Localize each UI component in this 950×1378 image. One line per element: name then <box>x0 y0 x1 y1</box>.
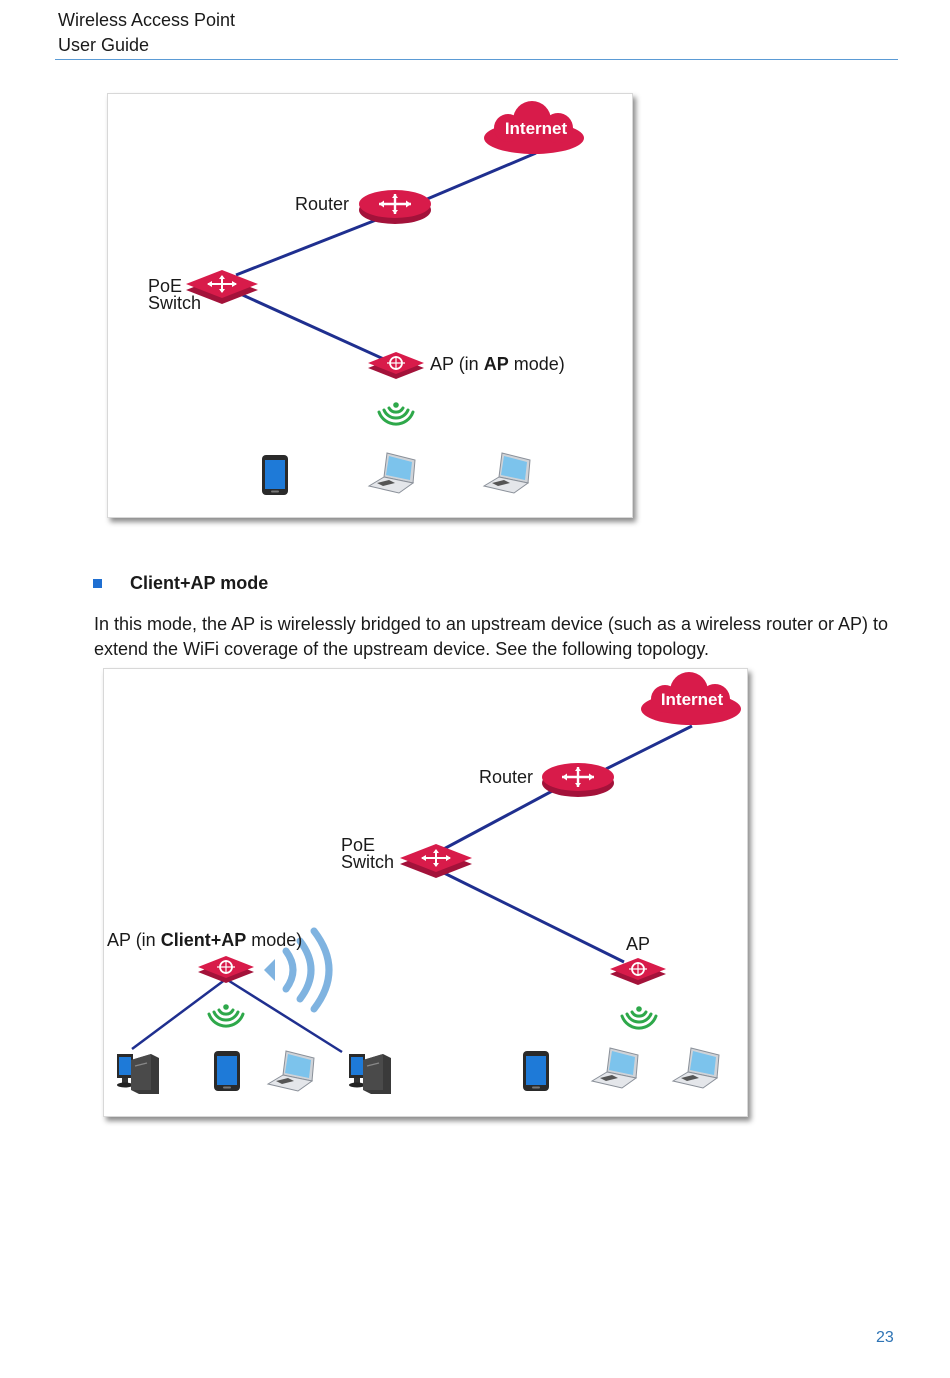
laptop-icon <box>591 1047 639 1089</box>
client-ap-label-prefix: AP (in <box>107 930 161 950</box>
desktop-icon <box>116 1053 160 1095</box>
client-ap-label-bold: Client+AP <box>160 930 247 950</box>
section-title: Client+AP mode <box>130 573 269 593</box>
link-router-switch <box>439 787 557 853</box>
internet-label: Internet <box>505 119 568 138</box>
link-internet-router <box>605 724 693 771</box>
wifi-icon <box>207 1002 245 1028</box>
router-label: Router <box>295 194 350 214</box>
ap-label: AP <box>626 934 651 954</box>
bullet-icon <box>93 579 102 588</box>
laptop-icon <box>267 1050 315 1092</box>
poe-label-line2: Switch <box>341 852 395 872</box>
link-router-switch <box>235 218 377 277</box>
phone-icon <box>214 1051 240 1091</box>
client-ap-mode-label: AP (in Client+AP mode) <box>107 931 302 949</box>
client-ap-icon <box>197 955 255 984</box>
link-client-ap-desktop-left <box>131 977 227 1051</box>
link-internet-router <box>412 151 537 207</box>
ap-mode-label-prefix: AP (in <box>430 354 484 374</box>
phone-icon <box>523 1051 549 1091</box>
laptop-icon <box>483 452 531 494</box>
section-paragraph: In this mode, the AP is wirelessly bridg… <box>94 614 889 659</box>
client-ap-mode-topology-diagram: Internet <box>116 672 741 1095</box>
client-ap-mode-topology-figure: Internet Router PoE Switch AP (in Client… <box>103 668 748 1117</box>
laptop-icon <box>368 452 416 494</box>
wifi-icon <box>620 1004 658 1030</box>
poe-switch-label: PoE Switch <box>148 276 202 313</box>
router-icon <box>540 761 616 799</box>
poe-label-line1: PoE <box>341 835 376 855</box>
poe-label-line2: Switch <box>148 293 202 313</box>
page-number: 23 <box>876 1329 894 1346</box>
ap-mode-topology-figure: Internet Router PoE Switch AP (in AP mod… <box>107 93 633 518</box>
switch-icon <box>399 843 473 879</box>
header-subtitle: User Guide <box>58 35 150 55</box>
phone-icon <box>262 455 288 495</box>
link-client-ap-desktop-right <box>225 977 343 1054</box>
client-ap-label-suffix: mode) <box>246 930 303 950</box>
wireless-bridge-signal-icon <box>264 927 333 1013</box>
ap-icon <box>609 957 667 986</box>
ap-mode-label-bold: AP <box>483 354 509 374</box>
link-switch-ap <box>439 869 625 964</box>
internet-label: Internet <box>661 690 724 709</box>
router-label: Router <box>479 767 534 787</box>
ap-mode-label-suffix: mode) <box>508 354 565 374</box>
ap-mode-label: AP (in AP mode) <box>430 355 565 373</box>
header-title: Wireless Access Point <box>58 10 236 30</box>
poe-switch-label: PoE Switch <box>341 835 395 872</box>
wifi-icon <box>377 400 415 426</box>
poe-label-line1: PoE <box>148 276 183 296</box>
router-icon <box>357 188 433 226</box>
desktop-icon <box>348 1053 392 1095</box>
header-rule <box>55 59 898 60</box>
ap-mode-topology-diagram: Internet <box>185 101 584 495</box>
laptop-icon <box>672 1047 720 1089</box>
link-switch-ap <box>235 290 389 363</box>
page-header: Wireless Access Point User Guide <box>58 8 235 58</box>
